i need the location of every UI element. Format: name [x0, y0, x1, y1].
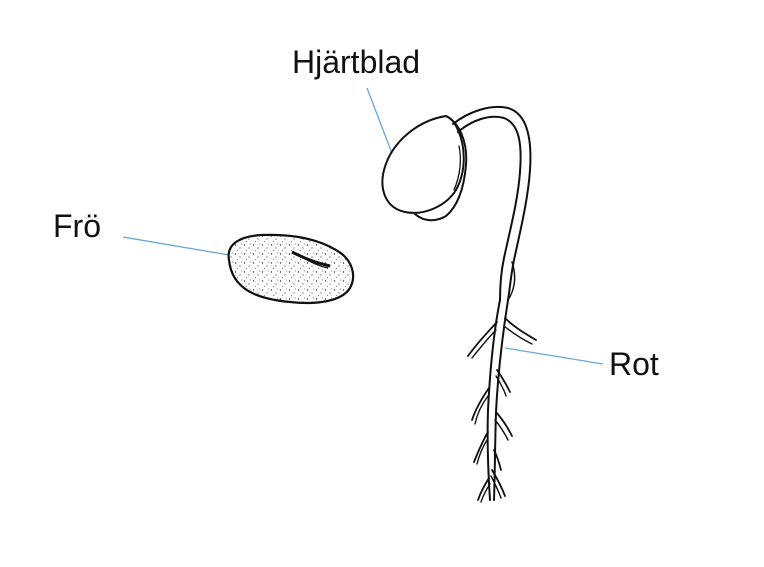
root-shape: [486, 299, 501, 501]
root-label: Rot: [609, 346, 659, 382]
seed-leader-line: [122, 236, 230, 256]
cotyledon-shape: [381, 115, 465, 214]
root-leader-line: [504, 347, 604, 365]
seed-illustration: [227, 233, 355, 305]
seedling-illustration: [381, 106, 537, 503]
cotyledon-leader-line: [366, 87, 394, 157]
cotyledon-label: Hjärtblad: [292, 44, 421, 80]
stem-shape: [452, 106, 532, 301]
seed-label: Frö: [53, 208, 101, 244]
